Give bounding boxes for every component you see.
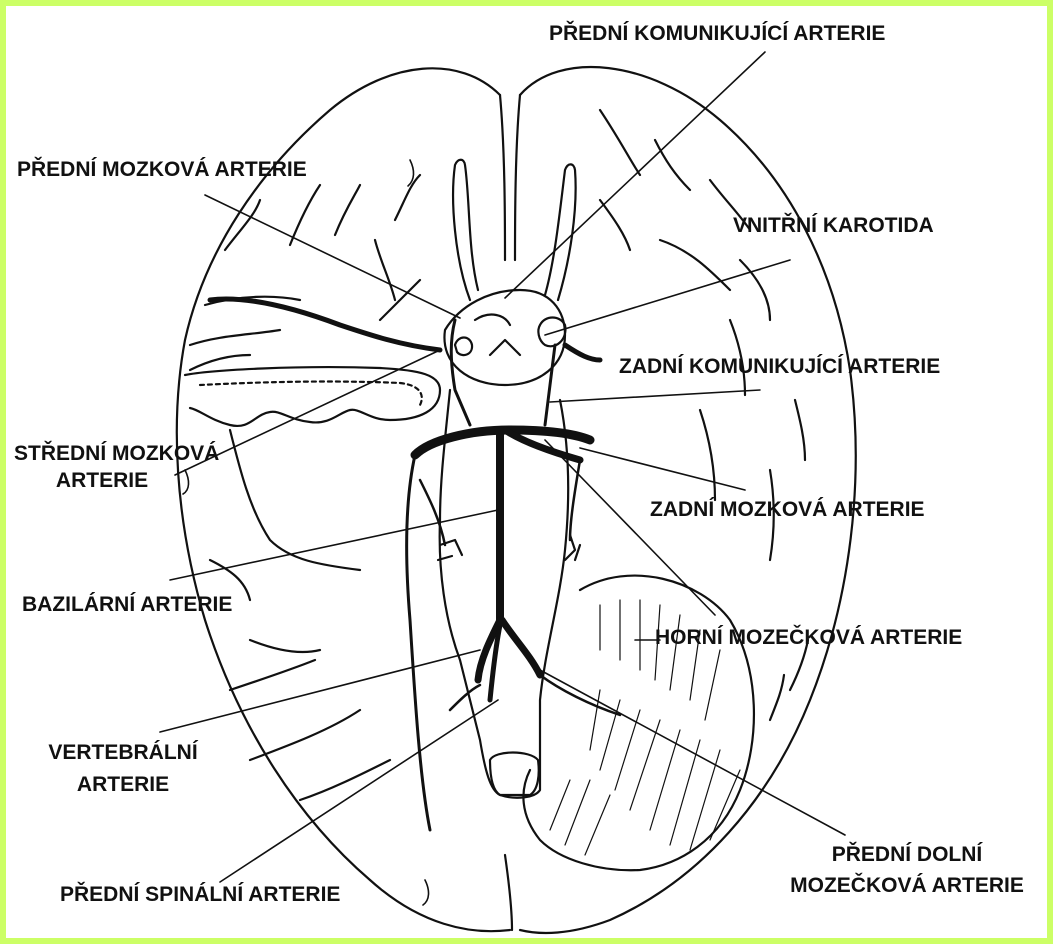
leader-pca — [580, 448, 745, 490]
left-temporal-lobe — [185, 367, 440, 426]
label-aica-line2: MOZEČKOVÁ ARTERIE — [765, 873, 1049, 898]
interhemispheric-fissure — [500, 95, 520, 260]
leader-asa — [220, 700, 498, 882]
left-carotid-ring — [455, 338, 472, 356]
left-middle-cerebral-artery — [210, 299, 440, 350]
label-aica-line1: PŘEDNÍ DOLNÍ — [765, 842, 1049, 867]
label-posterior-communicating-artery: ZADNÍ KOMUNIKUJÍCÍ ARTERIE — [619, 354, 940, 379]
medulla — [490, 753, 539, 796]
right-olfactory-tract — [545, 164, 576, 300]
left-olfactory-tract — [453, 160, 478, 300]
leader-basilar — [170, 510, 498, 580]
left-pca-branch — [407, 455, 430, 830]
leader-ica — [545, 260, 790, 335]
label-anterior-spinal-artery: PŘEDNÍ SPINÁLNÍ ARTERIE — [60, 882, 340, 907]
label-vertebral-artery-line1: VERTEBRÁLNÍ — [46, 740, 200, 765]
label-anterior-communicating-artery: PŘEDNÍ KOMUNIKUJÍCÍ ARTERIE — [549, 21, 885, 46]
label-superior-cerebellar-artery: HORNÍ MOZEČKOVÁ ARTERIE — [655, 625, 962, 650]
label-middle-cerebral-artery-line1: STŘEDNÍ MOZKOVÁ — [14, 441, 219, 466]
right-carotid-ring — [538, 318, 565, 347]
label-posterior-cerebral-artery: ZADNÍ MOZKOVÁ ARTERIE — [650, 497, 925, 522]
label-basilar-artery: BAZILÁRNÍ ARTERIE — [22, 592, 232, 617]
right-middle-cerebral-artery — [565, 345, 600, 360]
leader-pcomm — [550, 390, 760, 402]
label-anterior-cerebral-artery: PŘEDNÍ MOZKOVÁ ARTERIE — [17, 157, 307, 182]
label-middle-cerebral-artery-line2: ARTERIE — [14, 468, 190, 493]
leader-aica — [540, 670, 845, 835]
label-internal-carotid: VNITŘNÍ KAROTIDA — [733, 213, 934, 238]
label-vertebral-artery-line2: ARTERIE — [46, 772, 200, 797]
right-vertebral-artery — [502, 620, 540, 675]
leader-vert — [160, 650, 480, 732]
leader-acomm — [505, 52, 765, 298]
